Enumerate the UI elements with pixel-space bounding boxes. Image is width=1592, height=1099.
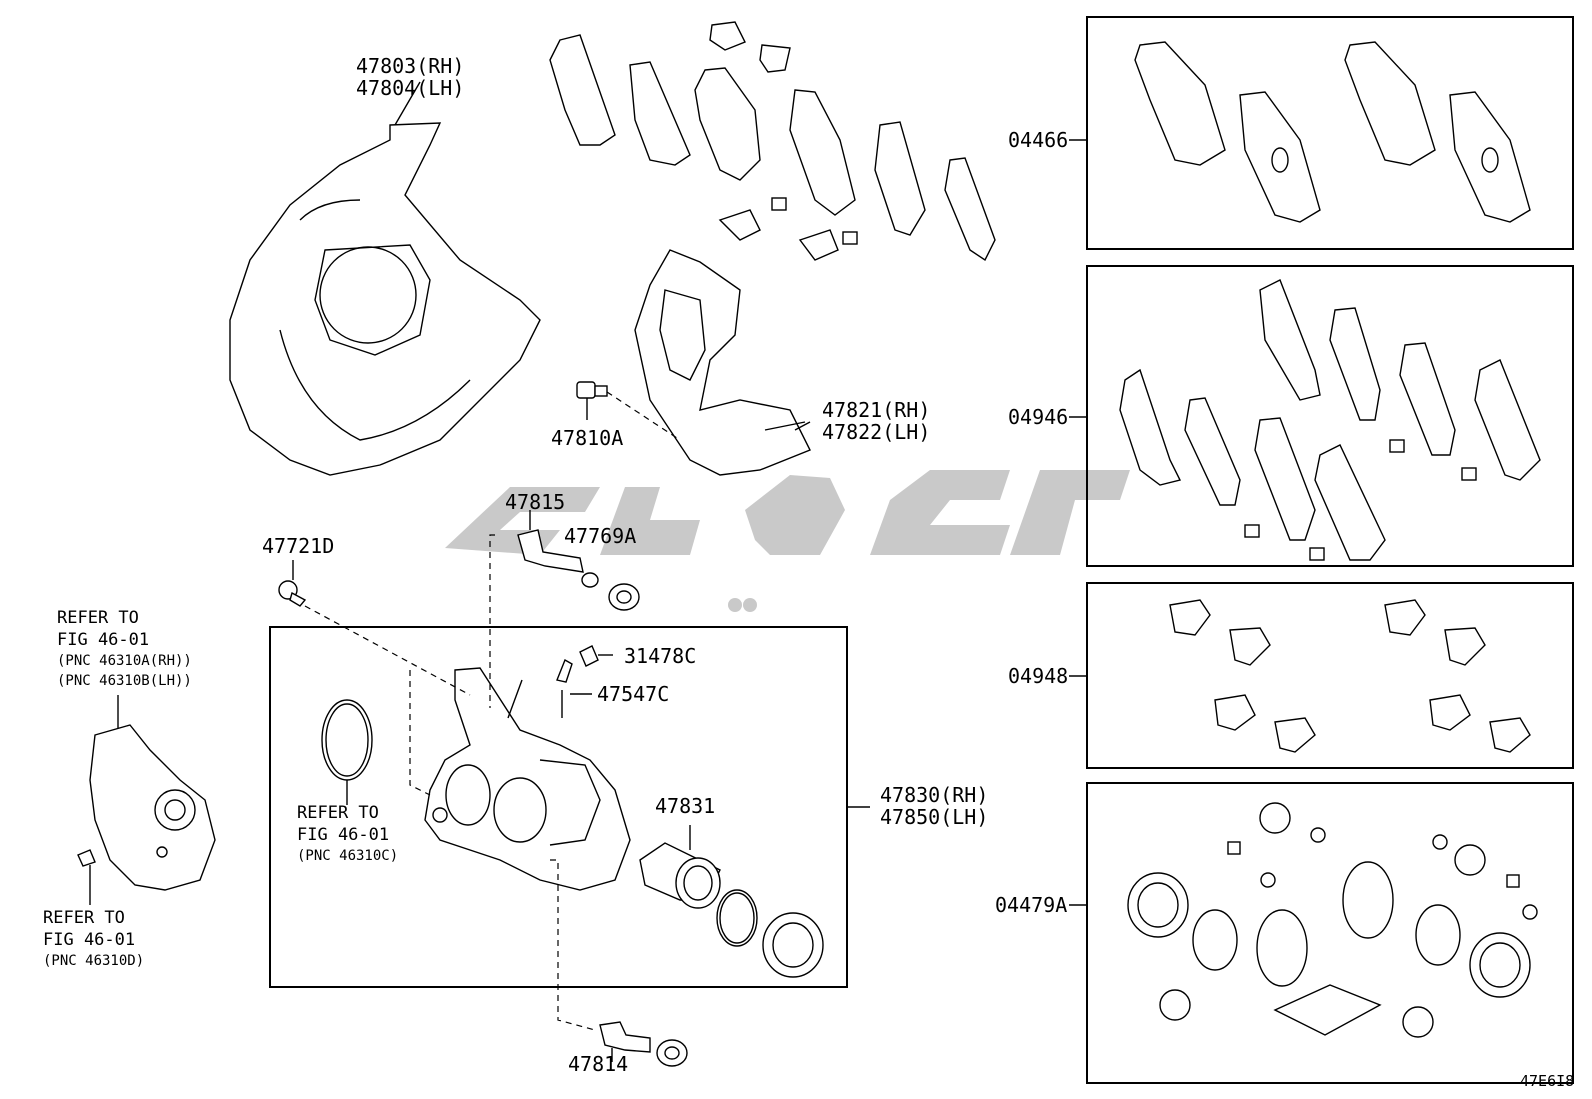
label-kit-04948[interactable]: 04948 — [1008, 664, 1069, 688]
seals — [321, 699, 824, 978]
dust-shield — [229, 81, 541, 476]
ref-a-line1: REFER TO — [57, 608, 139, 628]
label-47821[interactable]: 47821(RH) — [822, 398, 931, 422]
ref-a-line2: FIG 46-01 — [57, 630, 150, 650]
label-47810a[interactable]: 47810A — [551, 426, 624, 450]
ref-b-line2: FIG 46-01 — [297, 825, 390, 845]
kit-box-04948 — [1086, 582, 1574, 769]
label-47850[interactable]: 47850(LH) — [880, 805, 989, 829]
kit-box-04946 — [1086, 265, 1574, 567]
guide-pin-47814 — [550, 859, 688, 1067]
label-47831[interactable]: 47831 — [655, 794, 716, 818]
bolt-47810a — [576, 381, 681, 441]
ref-c-line2: FIG 46-01 — [43, 930, 136, 950]
label-47815[interactable]: 47815 — [505, 490, 566, 514]
kit-box-04466 — [1086, 16, 1574, 250]
label-31478c[interactable]: 31478C — [624, 644, 697, 668]
label-kit-04479a[interactable]: 04479A — [995, 893, 1068, 917]
ref-b-line3: (PNC 46310C) — [297, 848, 399, 864]
top-pads — [549, 21, 996, 262]
kit-04466-pads — [1134, 41, 1531, 223]
label-47803[interactable]: 47803(RH) — [356, 54, 465, 78]
label-47804[interactable]: 47804(LH) — [356, 76, 465, 100]
label-kit-04466[interactable]: 04466 — [1008, 128, 1069, 152]
label-47822[interactable]: 47822(LH) — [822, 420, 931, 444]
label-47830[interactable]: 47830(RH) — [880, 783, 989, 807]
caliper-bracket — [634, 249, 811, 476]
bolt-47721d — [278, 560, 471, 696]
parking-brake-actuator — [77, 695, 216, 905]
guide-pin-47815 — [489, 510, 640, 708]
label-47721d[interactable]: 47721D — [262, 534, 335, 558]
label-47769a[interactable]: 47769A — [564, 524, 637, 548]
bleeder-31478c-47547c — [556, 645, 613, 718]
ref-a-line4: (PNC 46310B(LH)) — [57, 673, 192, 689]
ref-a-line3: (PNC 46310A(RH)) — [57, 653, 192, 669]
caliper-body — [409, 667, 631, 891]
watermark-logo — [445, 470, 1130, 612]
piston-47831 — [639, 825, 721, 909]
label-kit-04946[interactable]: 04946 — [1008, 405, 1069, 429]
ref-b-line1: REFER TO — [297, 803, 379, 823]
kit-04948-clips — [1169, 599, 1531, 753]
ref-c-line1: REFER TO — [43, 908, 125, 928]
kit-04946-pads — [1119, 279, 1541, 561]
ref-c-line3: (PNC 46310D) — [43, 953, 145, 969]
label-47547c[interactable]: 47547C — [597, 682, 670, 706]
diagram-id: 47E6I8 — [1520, 1072, 1575, 1090]
kit-04479a-seals — [1127, 802, 1538, 1038]
kit-box-04479a — [1086, 782, 1574, 1084]
label-47814[interactable]: 47814 — [568, 1052, 629, 1076]
